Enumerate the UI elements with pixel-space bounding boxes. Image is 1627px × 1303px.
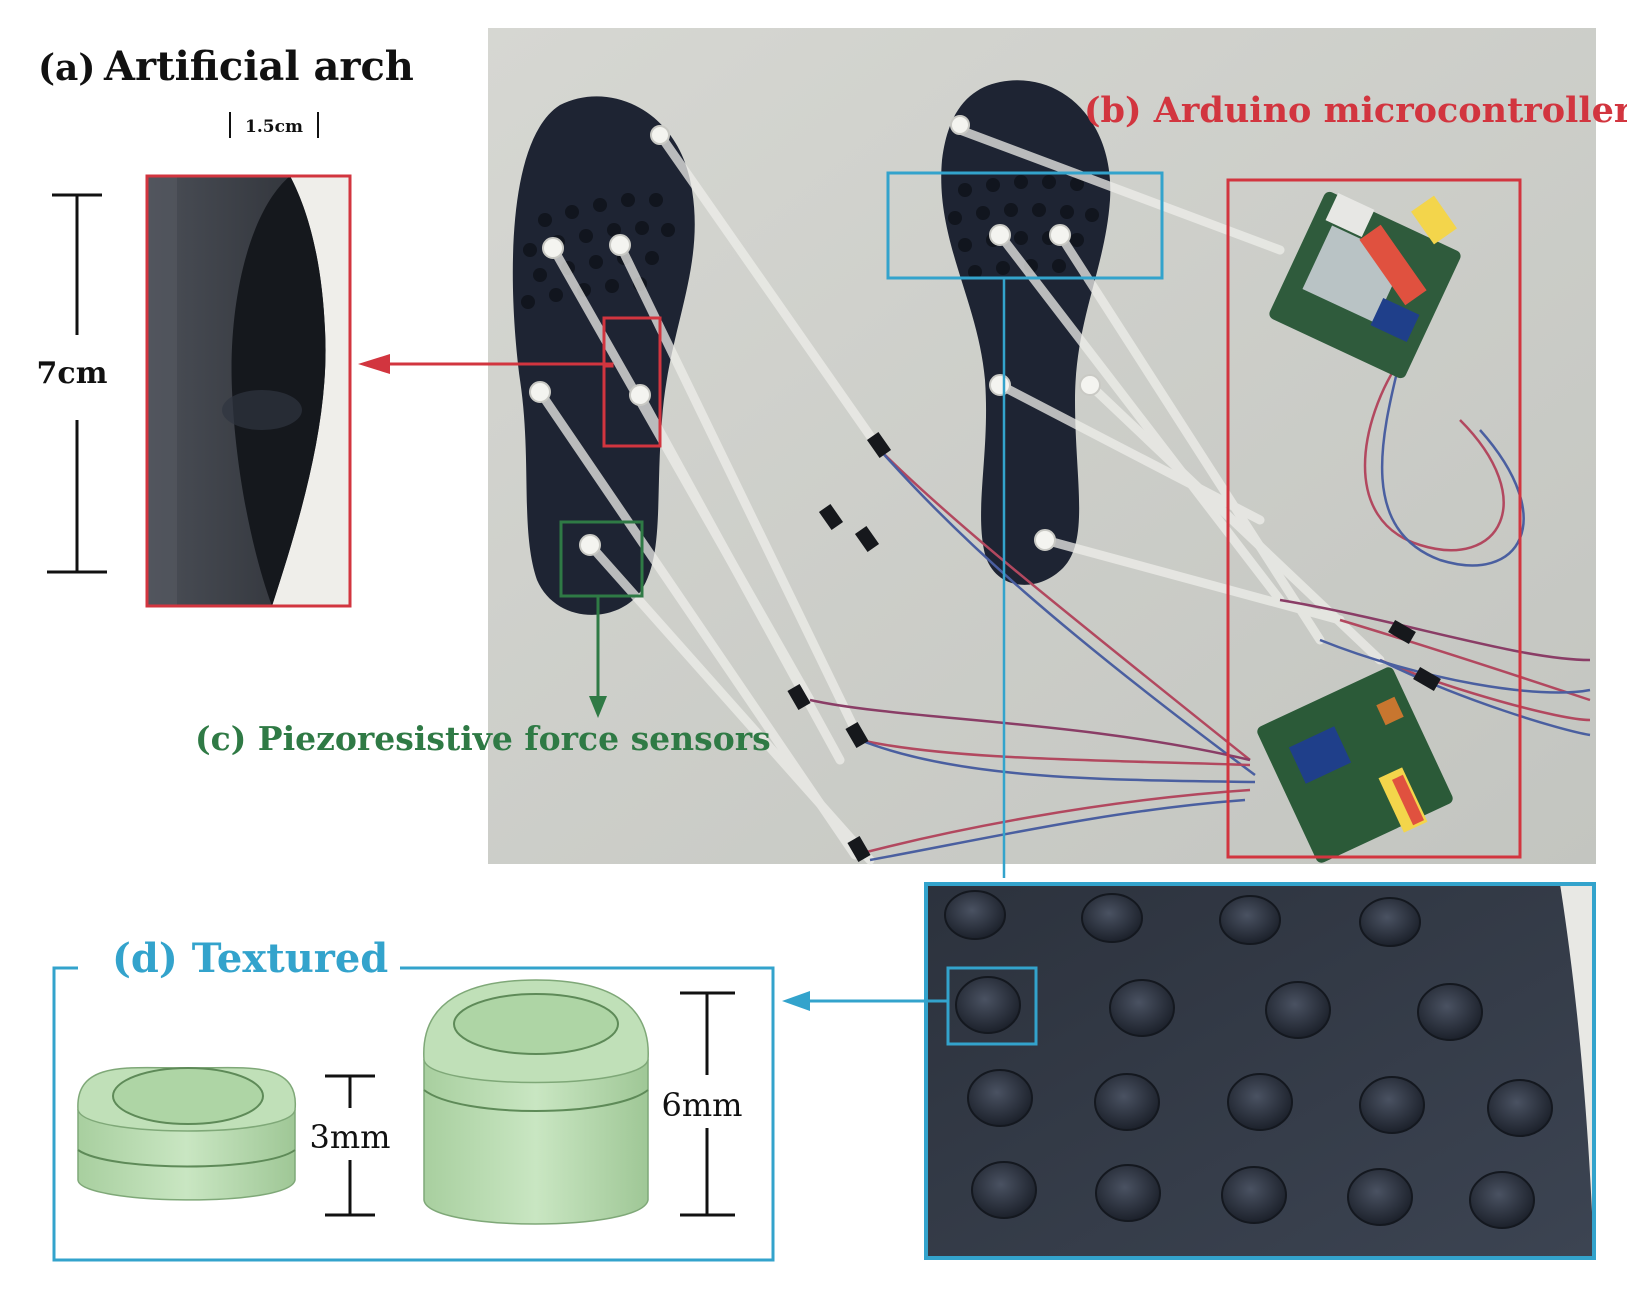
arduino-board-bottom	[1257, 667, 1453, 863]
panel-c-label: (c) Piezoresistive force sensors	[195, 719, 771, 758]
panel-d: (d) Textured 3mm 6mm	[52, 935, 775, 1262]
texture-zoom-frame	[924, 882, 1596, 1260]
arrow-left-icon	[358, 354, 614, 374]
sensor-region-highlight	[559, 520, 644, 598]
wire-connectors	[787, 431, 1441, 863]
arrow-down-icon	[589, 596, 607, 718]
texture-region-highlight	[886, 171, 1164, 280]
panel-a: (a) Artificial arch 1.5cm 7cm	[37, 43, 414, 608]
panel-d-label: (d) Textured	[112, 935, 388, 982]
tall-nub-height-label: 6mm	[661, 1086, 742, 1124]
artificial-arch-photo	[147, 176, 350, 606]
width-scale-label: 1.5cm	[245, 117, 303, 137]
right-insole-texture	[948, 175, 1099, 279]
panel-d-frame	[52, 966, 775, 1262]
single-nub-highlight	[946, 966, 1038, 1046]
short-nub-model	[77, 1066, 296, 1201]
arrow-left-icon	[782, 991, 948, 1011]
arch-highlight-frame	[145, 174, 352, 608]
panel-a-tag: (a)	[38, 47, 95, 89]
tall-nub-model	[423, 979, 649, 1225]
height-scale-label: 7cm	[37, 356, 108, 391]
sensor-pads	[529, 115, 1101, 556]
arch-region-highlight	[602, 316, 662, 448]
arduino-board-top	[1269, 191, 1461, 379]
insole-setup-photo	[488, 28, 1596, 865]
short-nub-height-label: 3mm	[309, 1118, 390, 1156]
sensor-strips	[535, 125, 1385, 865]
panel-a-title: Artificial arch	[103, 43, 414, 90]
sensor-wires	[809, 359, 1591, 862]
arduino-highlight	[1226, 178, 1522, 859]
texture-zoom-photo	[926, 884, 1594, 1258]
panel-b-label: (b) Arduino microcontroller	[1084, 90, 1627, 131]
